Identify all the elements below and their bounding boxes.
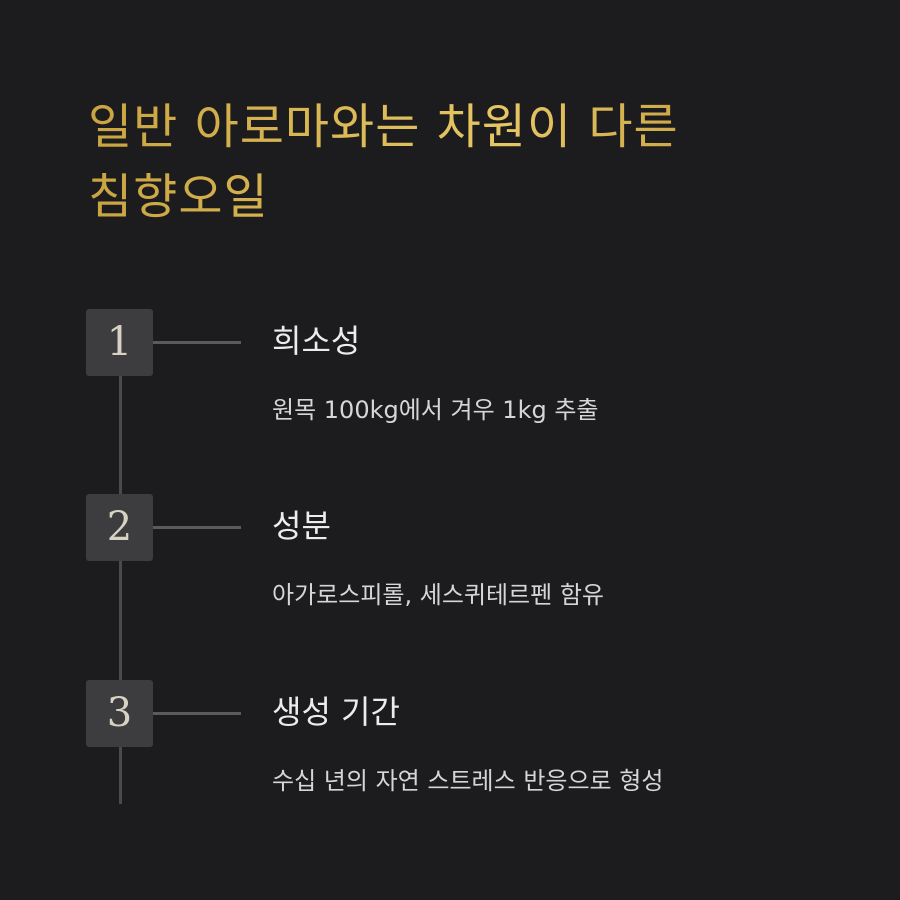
step-description: 원목 100kg에서 겨우 1kg 추출 xyxy=(272,396,599,424)
title-line-1: 일반 아로마와는 차원이 다른 xyxy=(88,99,679,155)
step-title: 성분 xyxy=(272,507,331,545)
step-number-badge: 3 xyxy=(86,680,153,747)
title-line-2: 침향오일 xyxy=(88,169,269,225)
step-number-badge: 2 xyxy=(86,494,153,561)
step-connector xyxy=(153,341,241,344)
step-connector xyxy=(153,712,241,715)
step-connector xyxy=(153,526,241,529)
page-title: 일반 아로마와는 차원이 다른 침향오일 xyxy=(88,92,848,232)
step-title: 희소성 xyxy=(272,322,361,360)
step-description: 수십 년의 자연 스트레스 반응으로 형성 xyxy=(272,767,664,795)
step-item-formation-period: 3 생성 기간 수십 년의 자연 스트레스 반응으로 형성 xyxy=(0,680,900,800)
step-item-components: 2 성분 아가로스피롤, 세스퀴테르펜 함유 xyxy=(0,494,900,614)
step-title: 생성 기간 xyxy=(272,693,400,731)
step-item-rarity: 1 희소성 원목 100kg에서 겨우 1kg 추출 xyxy=(0,309,900,429)
timeline-line xyxy=(119,342,122,804)
step-number-badge: 1 xyxy=(86,309,153,376)
step-description: 아가로스피롤, 세스퀴테르펜 함유 xyxy=(272,581,605,609)
